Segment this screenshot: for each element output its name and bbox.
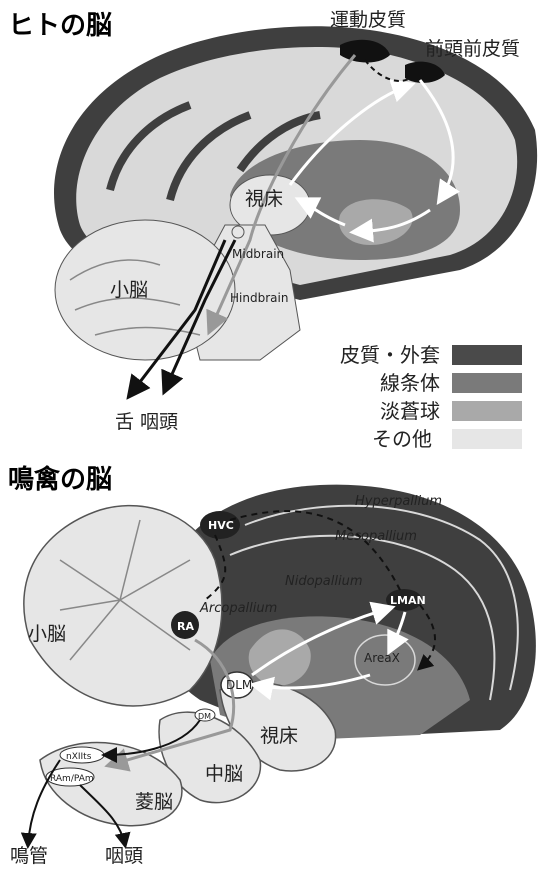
ra-label: RA <box>177 620 194 633</box>
prefrontal-cortex-label: 前頭前皮質 <box>425 38 520 60</box>
nidopallium-label: Nidopallium <box>285 574 363 589</box>
bird-title: 鳴禽の脳 <box>8 464 112 495</box>
hindbrain-label: Hindbrain <box>230 291 288 305</box>
legend: 皮質・外套 線条体 淡蒼球 その他 <box>340 343 522 451</box>
legend-label-3: その他 <box>372 427 432 451</box>
human-brain-figure <box>54 26 537 395</box>
lman-label: LMAN <box>390 594 426 607</box>
bird-hindbrain-label: 菱脳 <box>135 791 173 813</box>
arcopallium-label: Arcopallium <box>199 601 277 616</box>
dm-label: DM <box>198 712 211 721</box>
rampam-label: RAm/PAm <box>50 774 94 784</box>
legend-swatch-3 <box>452 429 522 449</box>
hvc-label: HVC <box>208 519 234 532</box>
bird-midbrain-label: 中脳 <box>205 763 243 785</box>
nxiits-label: nXIIts <box>66 752 92 762</box>
bird-thalamus-label: 視床 <box>260 725 298 747</box>
pharynx-label: 咽頭 <box>105 845 143 867</box>
legend-label-0: 皮質・外套 <box>340 343 440 367</box>
legend-label-1: 線条体 <box>380 371 440 395</box>
legend-swatch-2 <box>452 401 522 421</box>
bird-cerebellum-label: 小脳 <box>28 623 66 645</box>
human-output-label: 舌 咽頭 <box>115 411 178 433</box>
dlm-label: DLM <box>226 678 252 692</box>
areax-label: AreaX <box>364 651 400 665</box>
bird-brain-figure <box>24 485 536 845</box>
legend-swatch-1 <box>452 373 522 393</box>
human-thalamus-label: 視床 <box>245 188 283 210</box>
legend-swatch-0 <box>452 345 522 365</box>
bird-cerebellum <box>24 506 222 706</box>
human-cerebellum-label: 小脳 <box>110 279 148 301</box>
mesopallium-label: Mesopallium <box>335 529 417 544</box>
syrinx-label: 鳴管 <box>10 845 48 867</box>
legend-label-2: 淡蒼球 <box>380 399 440 423</box>
hyperpallium-label: Hyperpallium <box>355 494 442 509</box>
human-title: ヒトの脳 <box>8 11 112 41</box>
midbrain-label: Midbrain <box>232 247 284 261</box>
motor-cortex-label: 運動皮質 <box>330 9 406 31</box>
